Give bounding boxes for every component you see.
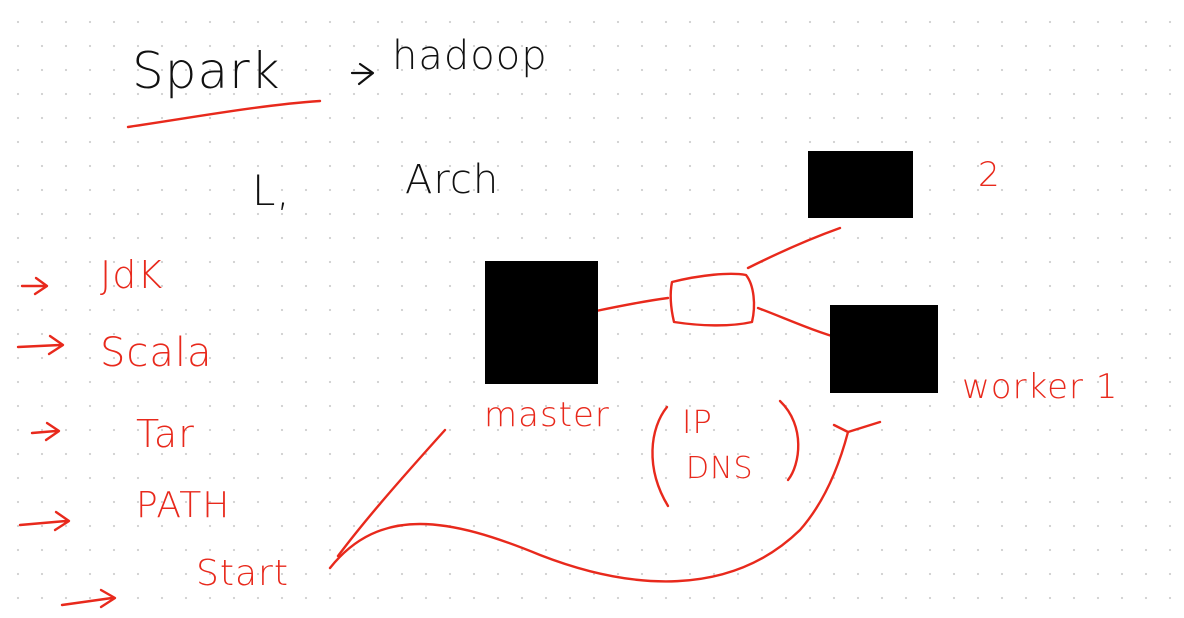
worker-label: worker 1 xyxy=(962,367,1119,407)
step-item-4: PATH xyxy=(136,485,231,526)
top-node-label: 2 xyxy=(978,155,1001,195)
title-target-text: hadoop xyxy=(392,33,548,79)
subtitle-prefix: L, xyxy=(252,166,291,215)
ip-dns-right-bracket xyxy=(778,399,800,482)
switch-to-top-node-line xyxy=(746,226,842,270)
top-node-box xyxy=(808,151,913,218)
step-arrow-icon-2 xyxy=(16,334,65,356)
master-to-start-line xyxy=(336,428,447,558)
step-arrow-icon-1 xyxy=(20,276,49,296)
step-item-5: Start xyxy=(196,553,289,594)
title-text: Spark xyxy=(132,42,281,100)
step-item-1: JdK xyxy=(100,253,164,297)
subtitle-text: Arch xyxy=(405,157,500,203)
start-to-worker-arc xyxy=(328,430,850,583)
title-underline xyxy=(126,99,322,129)
step-arrow-icon-5 xyxy=(60,588,117,609)
step-item-3: Tar xyxy=(136,412,195,456)
step-arrow-icon-3 xyxy=(30,421,61,442)
ip-label: IP xyxy=(682,403,713,441)
worker-arrowhead-icon xyxy=(832,420,882,434)
master-to-switch-line xyxy=(594,296,670,313)
worker-node-box xyxy=(830,305,938,393)
title-arrow-icon xyxy=(350,62,375,86)
ip-dns-left-bracket xyxy=(651,405,670,508)
master-node-box xyxy=(485,261,598,384)
master-label: master xyxy=(484,395,610,435)
step-item-2: Scala xyxy=(100,330,213,376)
switch-node xyxy=(669,272,756,327)
dns-label: DNS xyxy=(686,451,754,486)
step-arrow-icon-4 xyxy=(18,510,71,532)
